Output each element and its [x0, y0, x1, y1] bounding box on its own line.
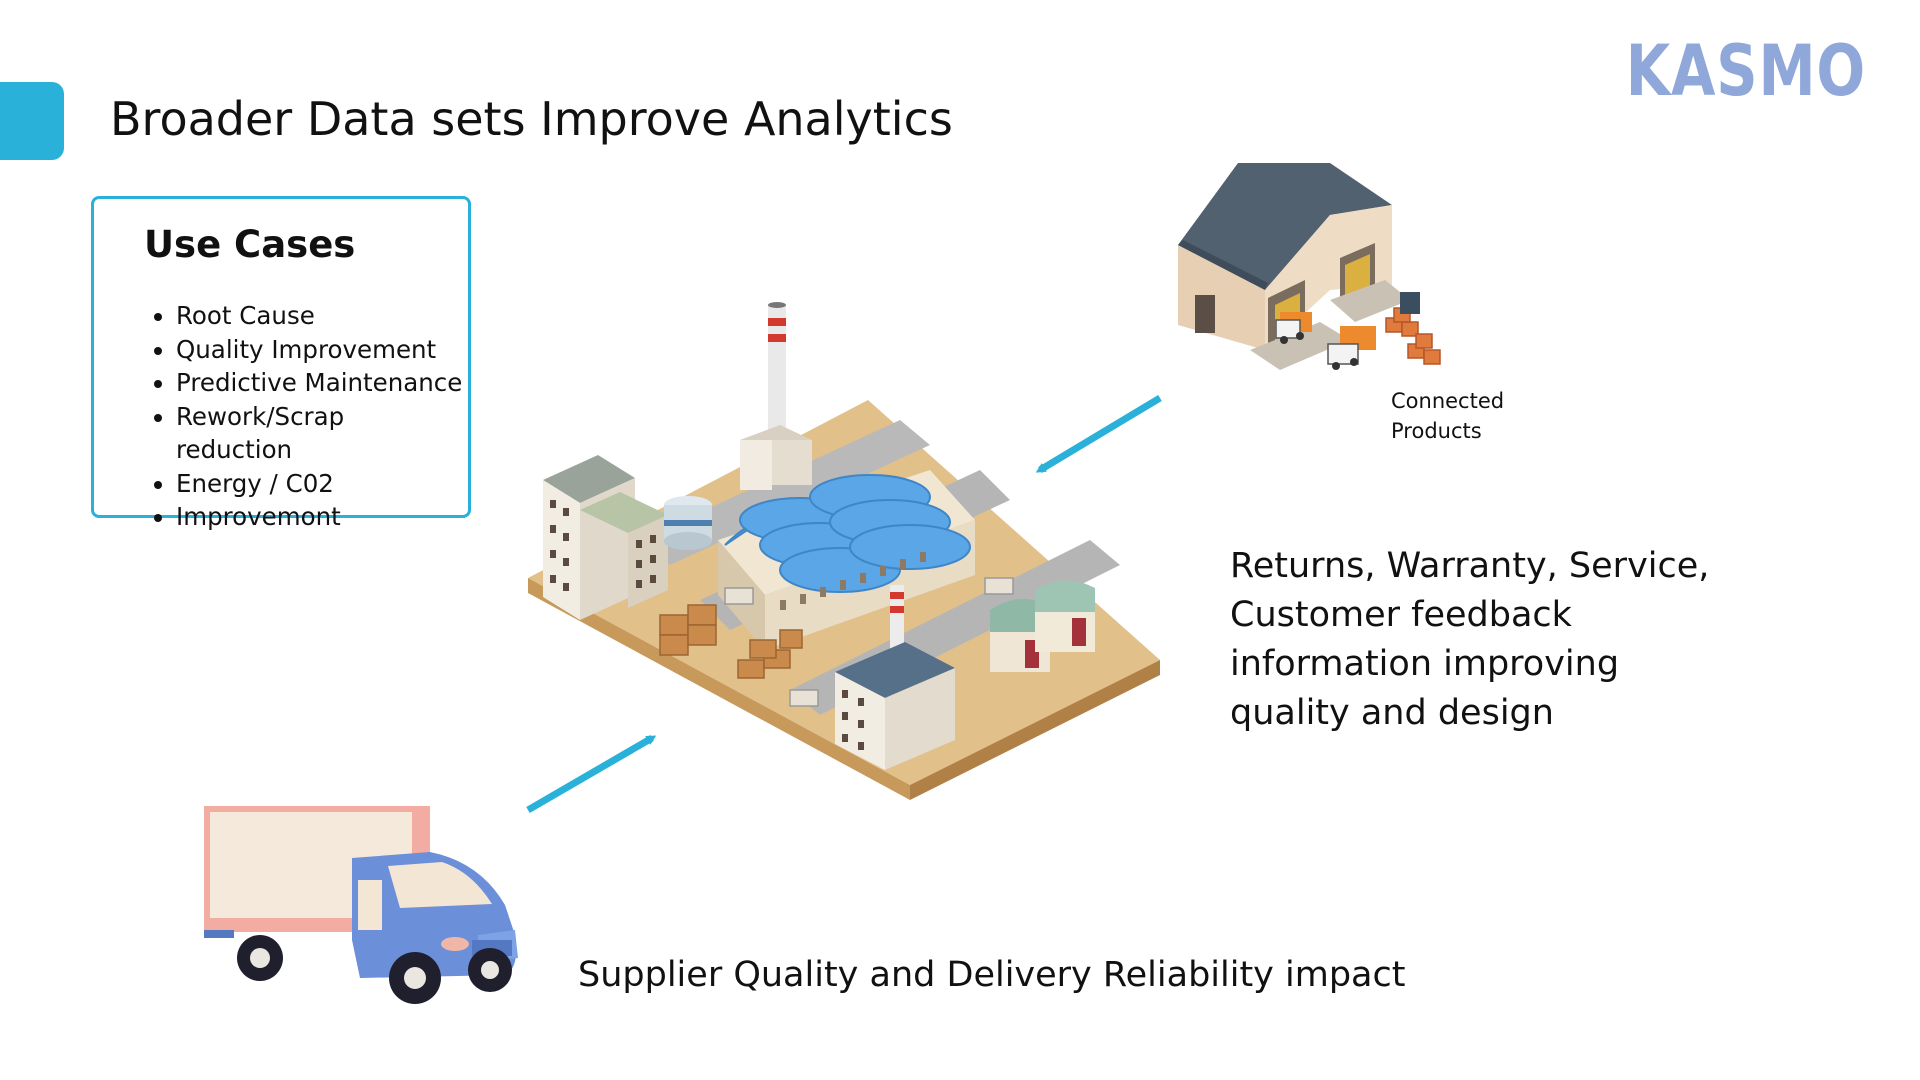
use-case-item: Energy / C02	[176, 467, 468, 501]
returns-feedback-text: Returns, Warranty, Service, Customer fee…	[1230, 546, 1710, 733]
use-case-item: Improvemont	[176, 500, 468, 534]
warehouse-icon	[1178, 163, 1441, 370]
supplier-quality-text: Supplier Quality and Delivery Reliabilit…	[578, 955, 1406, 995]
factory-icon	[528, 302, 1160, 800]
use-case-item: Predictive Maintenance	[176, 366, 468, 400]
use-case-item: Root Cause	[176, 299, 468, 333]
accent-tab	[0, 82, 64, 160]
page-title: Broader Data sets Improve Analytics	[110, 92, 953, 146]
arrow-icon	[526, 734, 657, 814]
kasmo-logo: KASMO	[1625, 30, 1866, 112]
use-case-item: Quality Improvement	[176, 333, 468, 367]
use-cases-heading: Use Cases	[144, 223, 356, 266]
connected-products-label: Connected Products	[1391, 389, 1505, 443]
use-cases-box: Use Cases Root Cause Quality Improvement…	[91, 196, 471, 531]
use-case-item: Rework/Scrap reduction	[176, 400, 468, 467]
arrow-icon	[1035, 394, 1162, 474]
use-cases-list: Root Cause Quality Improvement Predictiv…	[122, 299, 468, 534]
delivery-truck-icon	[204, 806, 518, 1004]
